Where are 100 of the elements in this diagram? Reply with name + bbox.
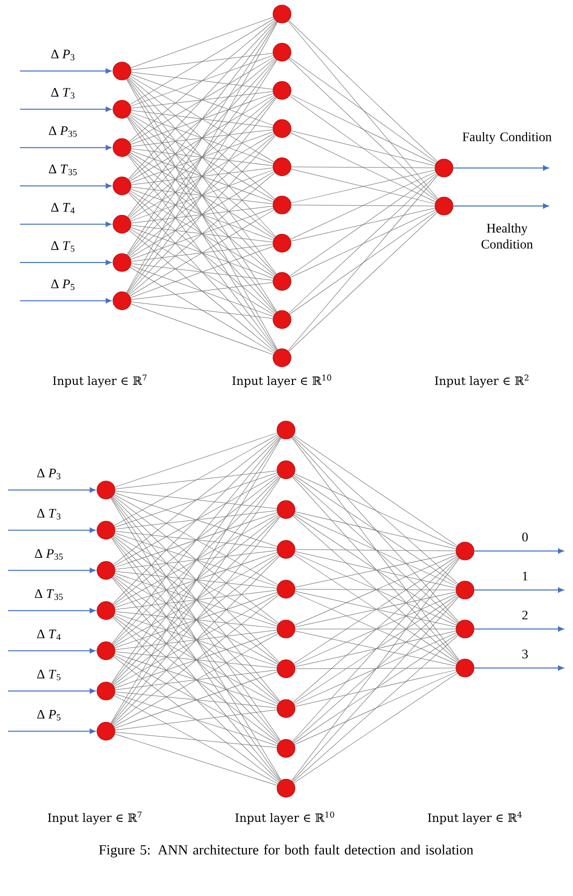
connection-line bbox=[288, 212, 438, 352]
connection-line bbox=[288, 174, 438, 351]
input-arrow bbox=[8, 568, 96, 573]
neuron-circle bbox=[276, 778, 296, 798]
connection-line bbox=[295, 549, 456, 552]
connection-line bbox=[127, 21, 277, 218]
output-arrow bbox=[474, 665, 564, 671]
neuron-circle bbox=[112, 176, 132, 196]
neuron-circle bbox=[96, 682, 116, 700]
connection-line bbox=[112, 537, 280, 742]
connection-line bbox=[130, 56, 274, 144]
connection-line bbox=[130, 302, 274, 319]
connection-line bbox=[130, 76, 274, 162]
neuron-circle bbox=[276, 460, 296, 480]
connection-line bbox=[130, 265, 274, 317]
connection-line bbox=[130, 304, 274, 355]
edge-label: Δ P$_{5}$ bbox=[37, 710, 60, 720]
connection-line bbox=[130, 170, 274, 222]
connection-line bbox=[291, 166, 435, 168]
connection-line bbox=[292, 476, 458, 624]
connection-line bbox=[113, 594, 279, 726]
layer-label: Input layer ∈ ℝ$^{10}$ bbox=[235, 812, 334, 824]
connection-line bbox=[112, 436, 280, 604]
connection-line bbox=[112, 436, 280, 644]
neuron-circle bbox=[96, 601, 116, 620]
connection-line bbox=[130, 74, 274, 126]
connection-line bbox=[291, 437, 460, 661]
edge-label: Δ T$_{35}$ bbox=[48, 164, 77, 176]
connection-line bbox=[128, 134, 276, 257]
neuron-circle bbox=[96, 642, 116, 660]
connection-line bbox=[130, 16, 274, 68]
connection-line bbox=[115, 651, 277, 668]
connection-line bbox=[115, 470, 277, 490]
connection-line bbox=[112, 616, 280, 782]
connection-line bbox=[289, 96, 437, 201]
connection-line bbox=[130, 94, 274, 182]
connection-line bbox=[130, 53, 274, 70]
connection-line bbox=[112, 516, 280, 724]
connection-line bbox=[113, 576, 279, 704]
layer-label: Input layer ∈ ℝ$^{10}$ bbox=[232, 374, 332, 388]
neuron-circle bbox=[276, 699, 296, 718]
connection-line bbox=[130, 208, 274, 260]
connection-line bbox=[114, 633, 278, 727]
connection-line bbox=[114, 614, 278, 704]
connection-line bbox=[128, 154, 276, 314]
connection-line bbox=[115, 510, 278, 530]
edge-label: Δ P$_{3}$ bbox=[51, 50, 74, 60]
neuron-circle bbox=[276, 620, 296, 638]
neuron-circle bbox=[276, 580, 296, 598]
connection-line bbox=[112, 516, 280, 685]
edge-label: Δ T$_{4}$ bbox=[37, 630, 61, 640]
connection-line bbox=[294, 473, 457, 548]
connection-line bbox=[290, 94, 436, 164]
edge-label: Δ T$_{5}$ bbox=[51, 241, 74, 252]
connection-line bbox=[128, 192, 276, 314]
connection-line bbox=[113, 475, 279, 606]
connection-line bbox=[130, 131, 274, 184]
edge-label: Δ T$_{35}$ bbox=[34, 589, 63, 600]
connection-line bbox=[112, 476, 280, 684]
connection-line bbox=[112, 476, 280, 644]
connection-line bbox=[114, 534, 278, 625]
neuron-circle bbox=[272, 4, 292, 24]
connection-line bbox=[130, 263, 274, 281]
connection-line bbox=[115, 530, 277, 549]
connection-line bbox=[115, 490, 277, 509]
connection-line bbox=[127, 78, 277, 274]
connection-line bbox=[114, 514, 278, 606]
connection-line bbox=[114, 554, 278, 646]
connection-line bbox=[289, 211, 437, 314]
input-arrow bbox=[8, 608, 96, 614]
connection-line bbox=[295, 668, 456, 670]
connection-line bbox=[130, 18, 274, 105]
neuron-circle bbox=[276, 660, 296, 678]
connection-line bbox=[112, 576, 280, 742]
connection-line bbox=[114, 594, 278, 687]
connection-line bbox=[290, 210, 436, 278]
output-arrow bbox=[452, 203, 549, 209]
layer-label: Input layer ∈ ℝ$^{7}$ bbox=[52, 374, 147, 388]
connection-line bbox=[294, 514, 458, 624]
output-arrow bbox=[474, 626, 564, 632]
edge-label: Δ T$_{3}$ bbox=[51, 88, 74, 99]
connection-line bbox=[114, 574, 278, 665]
neuron-circle bbox=[276, 420, 296, 440]
connection-line bbox=[130, 190, 274, 277]
connection-line bbox=[291, 558, 460, 782]
connection-line bbox=[114, 474, 278, 566]
neuron-circle bbox=[276, 739, 296, 758]
connection-line bbox=[294, 594, 458, 704]
edge-label: Δ P$_{35}$ bbox=[48, 126, 77, 137]
connection-line bbox=[130, 246, 274, 298]
connection-line bbox=[291, 204, 435, 206]
connection-line bbox=[112, 496, 280, 702]
neuron-circle bbox=[272, 42, 292, 62]
input-arrow bbox=[8, 528, 96, 533]
edge-label: Δ T$_{4}$ bbox=[51, 202, 75, 214]
connection-line bbox=[114, 672, 278, 728]
connection-line bbox=[130, 91, 274, 108]
edge-label: Δ T$_{5}$ bbox=[37, 670, 60, 680]
connection-line bbox=[130, 114, 274, 200]
connection-line bbox=[294, 634, 458, 744]
